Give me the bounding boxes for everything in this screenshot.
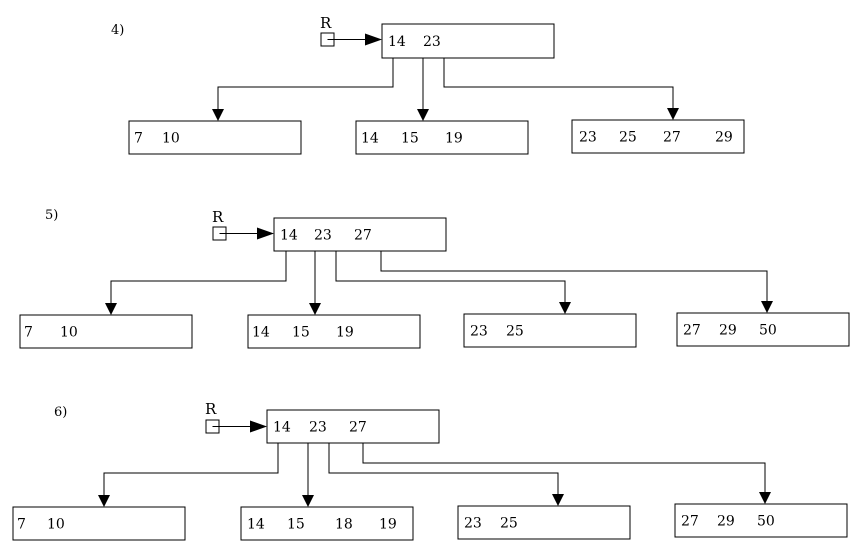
leaf-key: 23 <box>579 130 597 146</box>
leaf-node <box>247 314 421 349</box>
child-pointer-arrow <box>212 109 224 121</box>
child-pointer-arrow <box>667 108 679 120</box>
child-pointer-edge <box>443 58 674 108</box>
leaf-key: 14 <box>361 131 379 147</box>
child-pointer-edge <box>335 251 566 302</box>
root-node <box>273 217 447 252</box>
leaf-key: 23 <box>470 324 488 340</box>
leaf-node <box>19 314 193 349</box>
child-pointer-arrow <box>98 495 110 507</box>
child-pointer-edge <box>362 443 766 492</box>
root-key: 14 <box>388 34 406 50</box>
child-pointer-edge <box>380 251 768 301</box>
leaf-key: 27 <box>683 323 701 339</box>
root-key: 14 <box>280 228 298 244</box>
child-pointer-arrow <box>417 109 429 121</box>
child-pointer-arrow <box>559 302 571 314</box>
root-key: 27 <box>349 420 367 436</box>
leaf-key: 23 <box>464 516 482 532</box>
leaf-node <box>674 503 848 538</box>
leaf-key: 15 <box>292 325 310 341</box>
leaf-node <box>240 506 414 541</box>
child-pointer-arrow <box>105 303 117 315</box>
child-pointer-arrow <box>309 303 321 315</box>
leaf-key: 10 <box>162 131 180 147</box>
step-label: 5) <box>45 208 58 223</box>
tree-step-1: 4) R 14 23 7 10 14 15 19 23 25 27 29 <box>111 14 745 155</box>
leaf-key: 7 <box>24 325 33 341</box>
leaf-key: 14 <box>252 325 270 341</box>
root-pointer-arrow <box>257 227 274 240</box>
leaf-key: 25 <box>506 324 524 340</box>
root-node <box>266 409 440 444</box>
leaf-key: 10 <box>47 517 65 533</box>
tree-step-2: 5) R 14 23 27 7 10 14 15 19 23 25 27 29 50 <box>19 208 850 349</box>
tree-step-3: 6) R 14 23 27 7 10 14 15 18 19 23 25 27 29 50 <box>12 400 848 541</box>
root-key: 23 <box>423 34 441 50</box>
leaf-key: 7 <box>134 131 143 147</box>
leaf-key: 27 <box>663 130 681 146</box>
child-pointer-arrow <box>552 494 564 506</box>
leaf-key: 29 <box>715 130 733 146</box>
root-key: 14 <box>273 420 291 436</box>
root-pointer-label: R <box>320 14 332 32</box>
child-pointer-edge <box>110 251 287 303</box>
leaf-key: 19 <box>445 131 463 147</box>
leaf-node <box>457 505 631 540</box>
leaf-key: 15 <box>401 131 419 147</box>
leaf-key: 15 <box>287 517 305 533</box>
step-label: 6) <box>54 405 67 420</box>
leaf-key: 19 <box>379 517 397 533</box>
leaf-key: 50 <box>759 323 777 339</box>
leaf-key: 25 <box>619 130 637 146</box>
leaf-key: 10 <box>60 325 78 341</box>
leaf-node <box>355 120 529 155</box>
step-label: 4) <box>111 23 124 38</box>
leaf-key: 14 <box>247 517 265 533</box>
leaf-node <box>676 312 850 347</box>
root-pointer-label: R <box>212 208 224 226</box>
child-pointer-arrow <box>759 492 771 504</box>
root-pointer-label: R <box>205 400 217 418</box>
leaf-key: 19 <box>336 325 354 341</box>
root-pointer-arrow <box>250 420 267 433</box>
child-pointer-edge <box>217 58 394 109</box>
leaf-key: 18 <box>335 517 353 533</box>
leaf-key: 29 <box>719 323 737 339</box>
leaf-node <box>571 119 745 154</box>
child-pointer-arrow <box>761 301 773 313</box>
leaf-key: 7 <box>17 517 26 533</box>
root-pointer-arrow <box>365 33 382 46</box>
root-node <box>381 23 555 59</box>
leaf-key: 50 <box>757 514 775 530</box>
leaf-key: 29 <box>717 514 735 530</box>
leaf-node <box>128 120 302 155</box>
leaf-node <box>12 506 186 541</box>
leaf-key: 27 <box>681 514 699 530</box>
child-pointer-arrow <box>302 495 314 507</box>
child-pointer-edge <box>328 443 559 494</box>
leaf-key: 25 <box>500 516 518 532</box>
child-pointer-edge <box>103 443 279 495</box>
root-key: 23 <box>309 420 327 436</box>
root-key: 27 <box>354 228 372 244</box>
leaf-node <box>463 313 637 348</box>
root-key: 23 <box>314 228 332 244</box>
